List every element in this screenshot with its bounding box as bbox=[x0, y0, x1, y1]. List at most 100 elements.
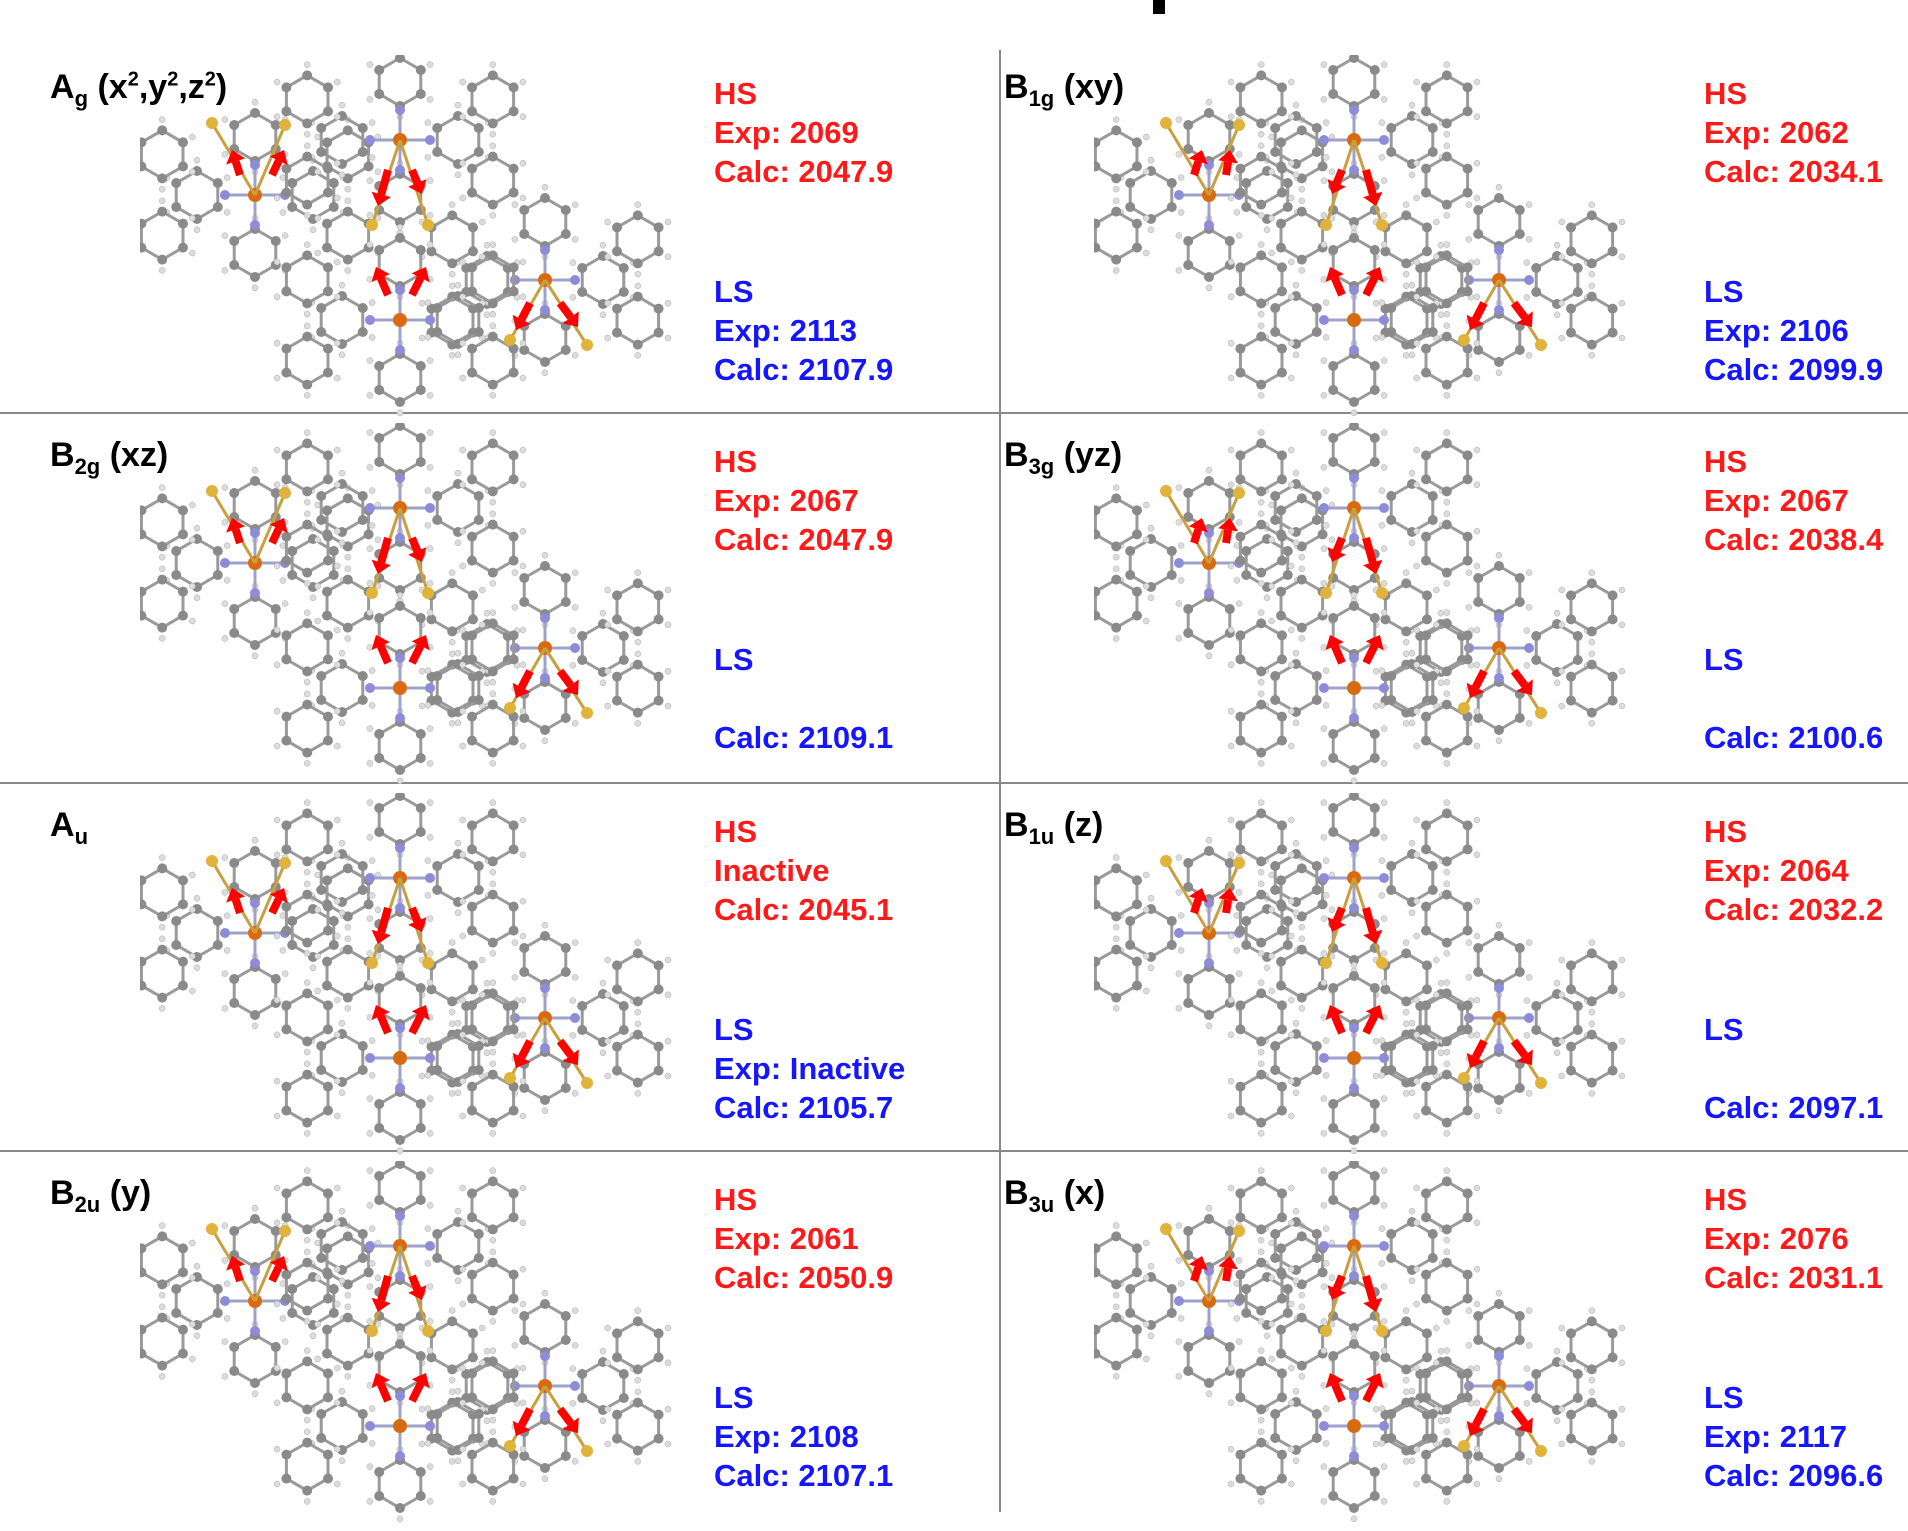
carbon-atom bbox=[415, 433, 426, 443]
hydrogen-atom bbox=[1328, 1274, 1336, 1282]
carbon-atom bbox=[1386, 1409, 1397, 1419]
carbon-atom bbox=[1369, 89, 1380, 99]
hydrogen-atom bbox=[483, 979, 491, 987]
hydrogen-atom bbox=[1177, 912, 1185, 919]
hydrogen-atom bbox=[1143, 952, 1150, 960]
ring-bond bbox=[325, 947, 371, 1000]
hydrogen-atom bbox=[1288, 258, 1295, 266]
hydrogen-atom bbox=[1465, 1342, 1473, 1349]
displacement-arrow-shaft bbox=[1471, 1407, 1488, 1428]
carbon-atom bbox=[618, 1001, 629, 1011]
carbon-atom bbox=[1094, 242, 1101, 253]
carbon-atom bbox=[357, 491, 368, 501]
carbon-atom bbox=[1531, 263, 1542, 273]
carbon-atom bbox=[1421, 711, 1432, 722]
ring-bond bbox=[232, 965, 278, 1017]
nitrogen-atom bbox=[365, 1421, 375, 1431]
hydrogen-atom bbox=[1257, 392, 1265, 399]
hs-exp-value: Exp: 2061 bbox=[714, 1221, 859, 1256]
hydrogen-atom bbox=[1288, 481, 1295, 489]
carbon-atom bbox=[1256, 699, 1267, 710]
ls-heading: LS bbox=[714, 274, 754, 309]
hydrogen-atom bbox=[189, 1239, 196, 1247]
ring-bond bbox=[140, 128, 185, 181]
hydrogen-atom bbox=[448, 1376, 456, 1384]
carbon-atom bbox=[1369, 245, 1380, 255]
hydrogen-atom bbox=[1112, 267, 1120, 274]
ring-bond bbox=[522, 1302, 568, 1354]
hydrogen-atom bbox=[1588, 720, 1596, 727]
hydrogen-atom bbox=[1433, 586, 1440, 594]
hydrogen-atom bbox=[1257, 322, 1265, 330]
carbon-atom bbox=[212, 178, 223, 188]
hydrogen-atom bbox=[1443, 1416, 1451, 1424]
hydrogen-atom bbox=[273, 194, 281, 202]
hydrogen-atom bbox=[1473, 816, 1481, 824]
carbon-atom bbox=[1421, 1293, 1432, 1304]
hydrogen-atom bbox=[1235, 519, 1243, 526]
carbon-atom bbox=[1328, 827, 1339, 837]
hydrogen-atom bbox=[483, 1049, 491, 1057]
sulfur-atom bbox=[1458, 1072, 1470, 1084]
molecule-group bbox=[140, 423, 672, 785]
carbon-atom bbox=[1441, 1305, 1452, 1316]
carbon-atom bbox=[395, 397, 405, 407]
hydrogen-atom bbox=[303, 690, 311, 698]
molecule-diagram bbox=[140, 793, 672, 1155]
hydrogen-atom bbox=[366, 760, 374, 767]
ring-bond bbox=[1238, 334, 1284, 387]
hydrogen-atom bbox=[1143, 133, 1150, 141]
nitrogen-atom bbox=[1349, 713, 1359, 723]
hydrogen-atom bbox=[1413, 159, 1420, 167]
carbon-atom bbox=[1369, 803, 1380, 813]
hydrogen-atom bbox=[1558, 299, 1565, 307]
ring-bond bbox=[1128, 537, 1174, 589]
hydrogen-atom bbox=[1227, 851, 1235, 859]
carbon-atom bbox=[1094, 980, 1101, 991]
hydrogen-atom bbox=[1523, 997, 1531, 1004]
carbon-atom bbox=[1349, 1135, 1359, 1145]
carbon-atom bbox=[1427, 1253, 1438, 1263]
carbon-atom bbox=[322, 901, 333, 912]
hydrogen-atom bbox=[314, 582, 321, 590]
hydrogen-atom bbox=[1443, 678, 1451, 686]
carbon-atom bbox=[1276, 1105, 1287, 1116]
hydrogen-atom bbox=[483, 1347, 491, 1355]
carbon-atom bbox=[1276, 1081, 1287, 1092]
carbon-atom bbox=[1566, 222, 1577, 233]
carbon-atom bbox=[1224, 1226, 1235, 1236]
carbon-atom bbox=[560, 713, 571, 723]
carbon-atom bbox=[1270, 1041, 1281, 1051]
ring-bond bbox=[377, 352, 423, 404]
nitrogen-atom bbox=[1379, 873, 1389, 883]
nitrogen-atom bbox=[250, 588, 260, 598]
carbon-atom bbox=[473, 885, 484, 895]
carbon-atom bbox=[560, 967, 571, 977]
sulfur-atom bbox=[422, 1325, 434, 1337]
hydrogen-atom bbox=[1227, 339, 1235, 347]
hydrogen-atom bbox=[396, 591, 404, 599]
hydrogen-atom bbox=[1380, 357, 1388, 364]
hydrogen-atom bbox=[366, 241, 374, 248]
carbon-atom bbox=[540, 1095, 550, 1105]
hydrogen-atom bbox=[368, 1225, 376, 1232]
carbon-atom bbox=[432, 1253, 443, 1263]
carbon-atom bbox=[508, 1269, 519, 1280]
carbon-atom bbox=[322, 1324, 333, 1335]
hydrogen-atom bbox=[1257, 868, 1265, 876]
carbon-atom bbox=[612, 327, 623, 338]
hydrogen-atom bbox=[1437, 609, 1445, 617]
carbon-atom bbox=[1441, 199, 1452, 210]
carbon-atom bbox=[487, 937, 498, 948]
carbon-atom bbox=[1183, 260, 1194, 270]
hydrogen-atom bbox=[1588, 282, 1596, 290]
hydrogen-atom bbox=[1413, 481, 1420, 489]
carbon-atom bbox=[270, 120, 281, 130]
hydrogen-atom bbox=[366, 1498, 374, 1505]
carbon-atom bbox=[140, 161, 147, 172]
carbon-atom bbox=[302, 567, 313, 578]
hydrogen-atom bbox=[454, 1387, 462, 1395]
carbon-atom bbox=[177, 1324, 188, 1335]
molecule-diagram bbox=[1094, 1161, 1626, 1523]
displacement-arrow-head bbox=[1218, 888, 1238, 902]
